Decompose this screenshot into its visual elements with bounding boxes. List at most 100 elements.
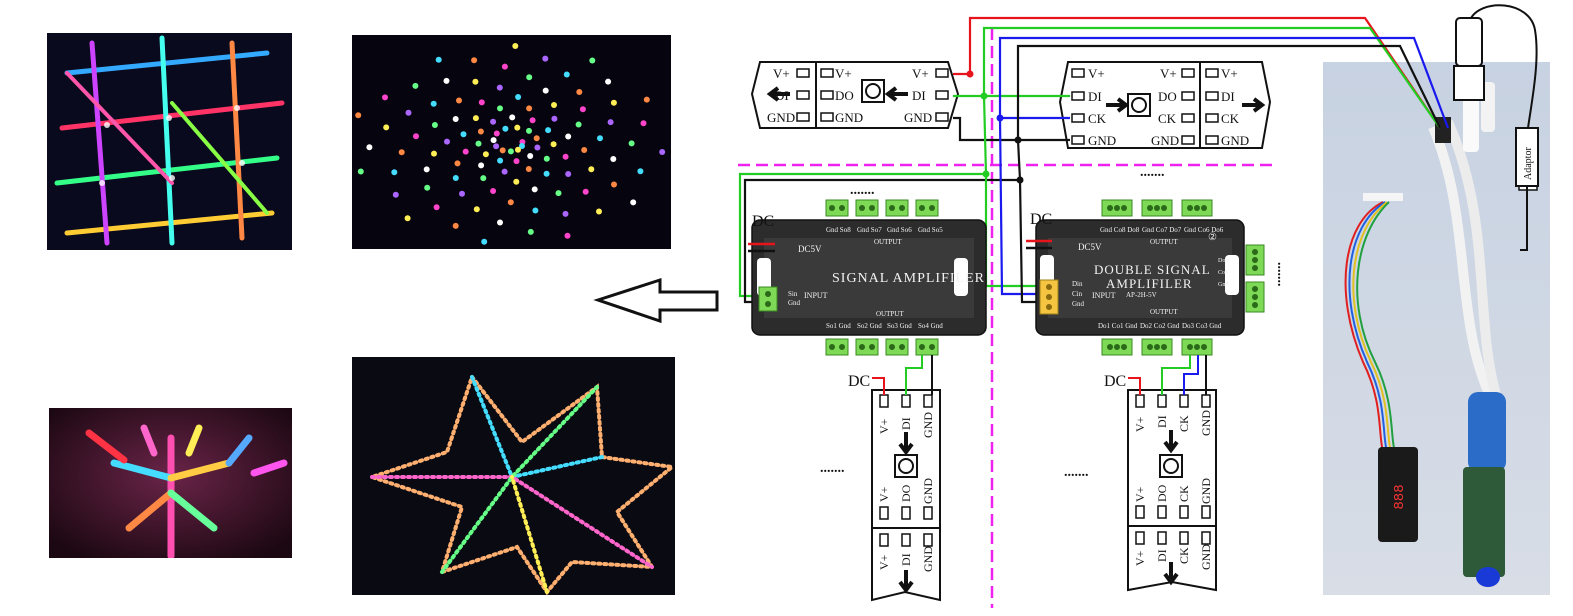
led-dot [531, 186, 538, 193]
amplifier-title: AMPLIFILER [1106, 276, 1193, 291]
led-dot [630, 199, 637, 206]
led-dot [456, 97, 462, 104]
led-dot [502, 125, 509, 132]
svg-text:888: 888 [1392, 484, 1408, 509]
led-dot [551, 115, 558, 122]
led-dot [475, 140, 482, 147]
led-dot [588, 166, 595, 173]
model-label: AP-2H-5V [1126, 291, 1157, 299]
terminal-label: So3 Gnd [887, 322, 912, 330]
terminal-label: So4 Gnd [918, 322, 943, 330]
led-dot [562, 210, 569, 217]
pin-label: GND [1199, 410, 1213, 436]
strip-double-wire-bottom: V+ DI CK GND V+ DO CK GND V+ DI CK GND D… [1064, 355, 1217, 592]
double-signal-amplifier: DOUBLE SIGNAL AMPLIFILER AP-2H-5V ② DC5V… [1026, 165, 1289, 356]
pin-label: DO [1155, 484, 1169, 502]
led-dot [471, 57, 478, 64]
ellipsis: ....... [820, 461, 845, 476]
led-dot [435, 56, 442, 63]
led-dot [481, 238, 488, 245]
led-dot [628, 140, 635, 147]
terminal-label: Do2 Co2 Gnd [1140, 322, 1180, 330]
terminal-label: Gnd Co8 Do8 [1100, 226, 1140, 234]
pin-label: DO [835, 88, 854, 103]
led-dot [512, 43, 519, 49]
arrow-right-icon [1106, 97, 1130, 113]
ellipsis: ....... [1274, 262, 1289, 287]
led-dot [542, 87, 549, 94]
led-dot [391, 169, 398, 176]
pin-label: GND [921, 546, 935, 572]
terminal-label: Gnd Co7 Do7 [1142, 226, 1182, 234]
led-dot [501, 63, 508, 70]
output-label: OUTPUT [1150, 308, 1178, 316]
led-dot [526, 127, 532, 134]
pin-label: V+ [912, 66, 929, 81]
input-label: INPUT [1092, 291, 1116, 300]
dc-label: DC [1104, 373, 1126, 390]
led-dot [589, 57, 596, 64]
led-dot [610, 156, 617, 162]
led-dot [579, 106, 586, 113]
pin-label: CK [1088, 111, 1107, 126]
led-dot [575, 121, 582, 128]
pin-label: DI [912, 88, 926, 103]
led-dot [519, 143, 525, 149]
power-label: DC5V [798, 244, 822, 254]
pin-label: V+ [1133, 486, 1147, 502]
led-dot [423, 166, 430, 173]
led-dot [563, 71, 570, 78]
led-dot [640, 120, 647, 127]
led-dot [459, 190, 465, 197]
led-dot [576, 89, 583, 95]
output-label: OUTPUT [1150, 238, 1178, 246]
led-dot [382, 94, 388, 101]
ellipsis: ....... [850, 183, 875, 198]
pin-label: CK [1177, 485, 1191, 502]
led-dot [444, 138, 450, 145]
led-dot [515, 146, 521, 153]
pin-label: GND [921, 478, 935, 504]
pin-label: GND [921, 412, 935, 438]
pin-label: V+ [877, 486, 891, 502]
led-dot [499, 147, 506, 154]
terminal-label: Gnd Co6 Do6 [1184, 226, 1224, 234]
led-dot [526, 74, 533, 81]
led-dot [383, 124, 390, 131]
pin-label: V+ [1160, 66, 1177, 81]
led-dot [490, 118, 497, 125]
led-dot [526, 105, 533, 112]
pin-label: GND [1221, 133, 1249, 148]
amplifier-title: DOUBLE SIGNAL [1094, 262, 1211, 277]
led-dot [452, 175, 459, 181]
arrow-down-icon [898, 432, 914, 456]
led-dot [452, 116, 459, 122]
led-dot [424, 184, 431, 191]
led-dot [493, 143, 500, 150]
pin-label: DI [899, 417, 913, 430]
pin-label: DO [899, 484, 913, 502]
led-dot [513, 178, 520, 185]
strip-double-wire-top: V+ DI CK GND V+ DO CK GND V+ DI CK GND [1058, 61, 1272, 149]
led-dot [430, 100, 437, 107]
led-dot [637, 168, 644, 175]
led-dot [497, 219, 503, 226]
led-dot [555, 190, 562, 197]
ellipsis: ....... [1140, 165, 1165, 180]
led-dot [582, 188, 589, 195]
dc-label: DC [752, 213, 774, 230]
pin-label: V+ [877, 554, 891, 570]
led-dot [398, 149, 405, 156]
led-dot [527, 228, 534, 235]
pin-label: DI [1088, 89, 1102, 104]
led-dot [565, 171, 572, 177]
pin-label: GND [767, 110, 795, 125]
adaptor-plug: Adaptor [1453, 4, 1539, 251]
led-dot [525, 166, 532, 172]
arrow-down-icon [898, 570, 914, 594]
led-dot [493, 130, 500, 137]
led-dot [596, 208, 602, 215]
terminal-label: Gnd So5 [918, 226, 943, 234]
led-dot [542, 55, 549, 62]
